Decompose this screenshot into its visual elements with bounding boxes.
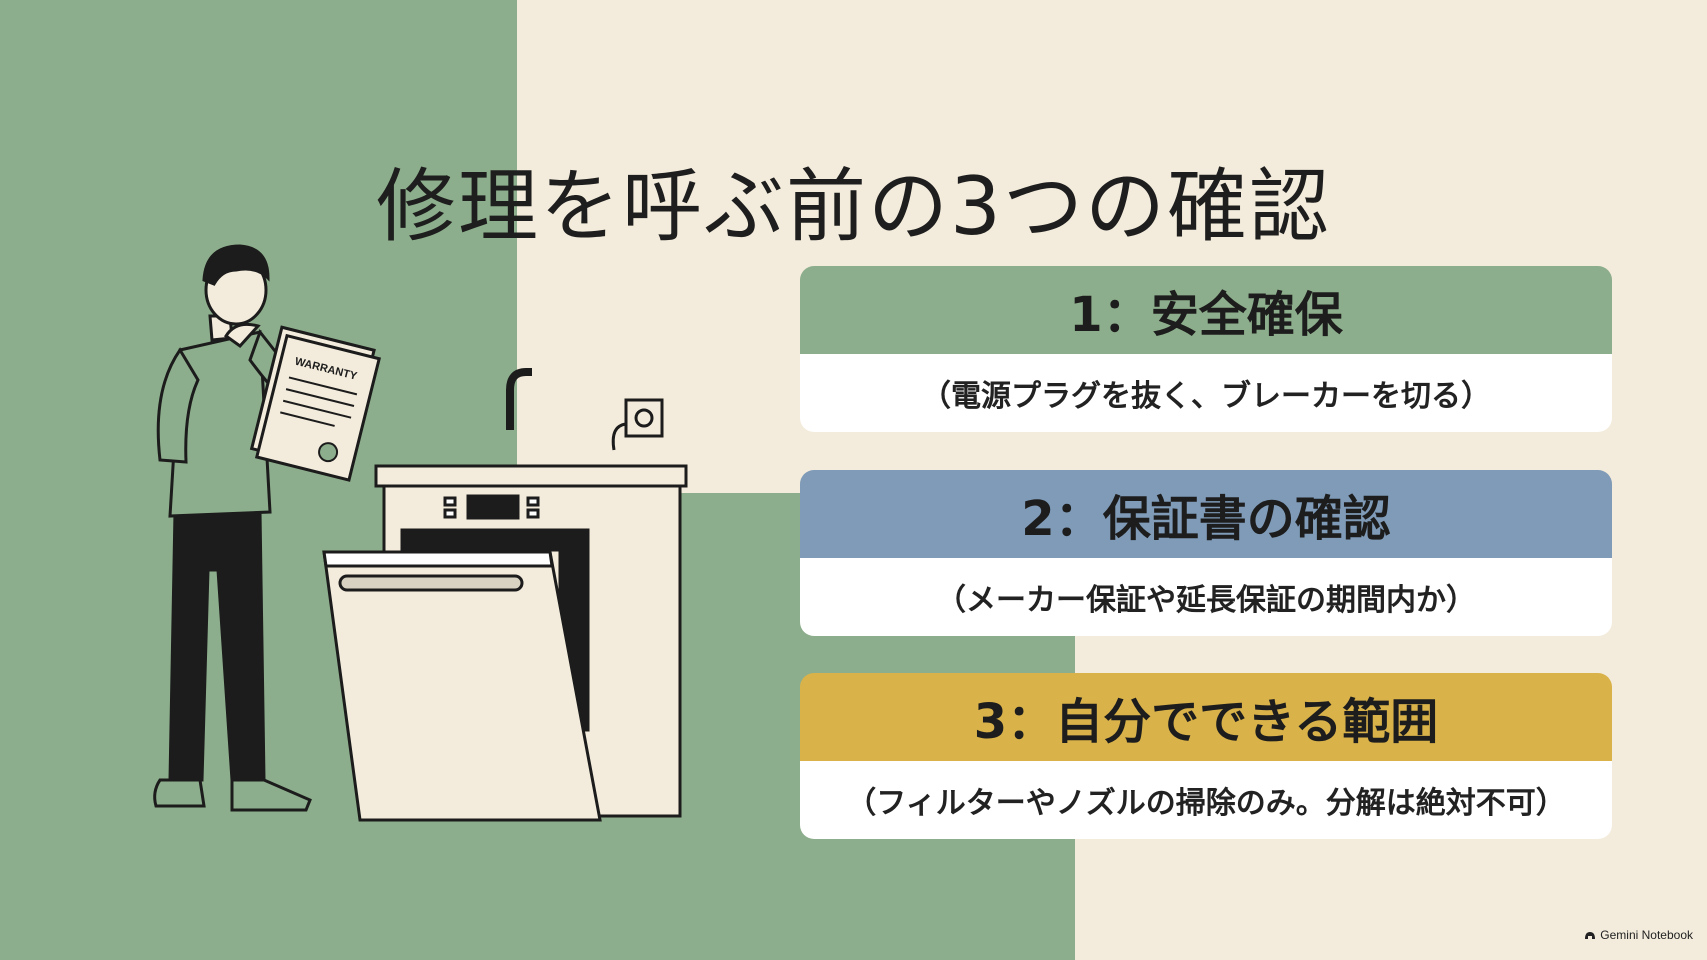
notebook-icon [1585,932,1596,939]
step-detail: （フィルターやノズルの掃除のみ。分解は絶対不可） [800,761,1612,839]
dishwasher-icon [322,368,688,822]
step-heading: 1：安全確保 [800,266,1612,354]
step-card-2: 2：保証書の確認 （メーカー保証や延長保証の期間内か） [800,470,1612,636]
step-detail: （メーカー保証や延長保証の期間内か） [800,558,1612,636]
step-heading: 2：保証書の確認 [800,470,1612,558]
illustration: WARRANTY [153,244,688,822]
brand-mark: Gemini Notebook [1584,928,1693,942]
step-detail: （電源プラグを抜く、ブレーカーを切る） [800,354,1612,432]
step-card-3: 3：自分でできる範囲 （フィルターやノズルの掃除のみ。分解は絶対不可） [800,673,1612,839]
step-card-1: 1：安全確保 （電源プラグを抜く、ブレーカーを切る） [800,266,1612,432]
page-title: 修理を呼ぶ前の3つの確認 [376,159,1331,253]
step-heading: 3：自分でできる範囲 [800,673,1612,761]
brand-label: Gemini Notebook [1600,928,1693,942]
warranty-document: WARRANTY [249,325,382,482]
